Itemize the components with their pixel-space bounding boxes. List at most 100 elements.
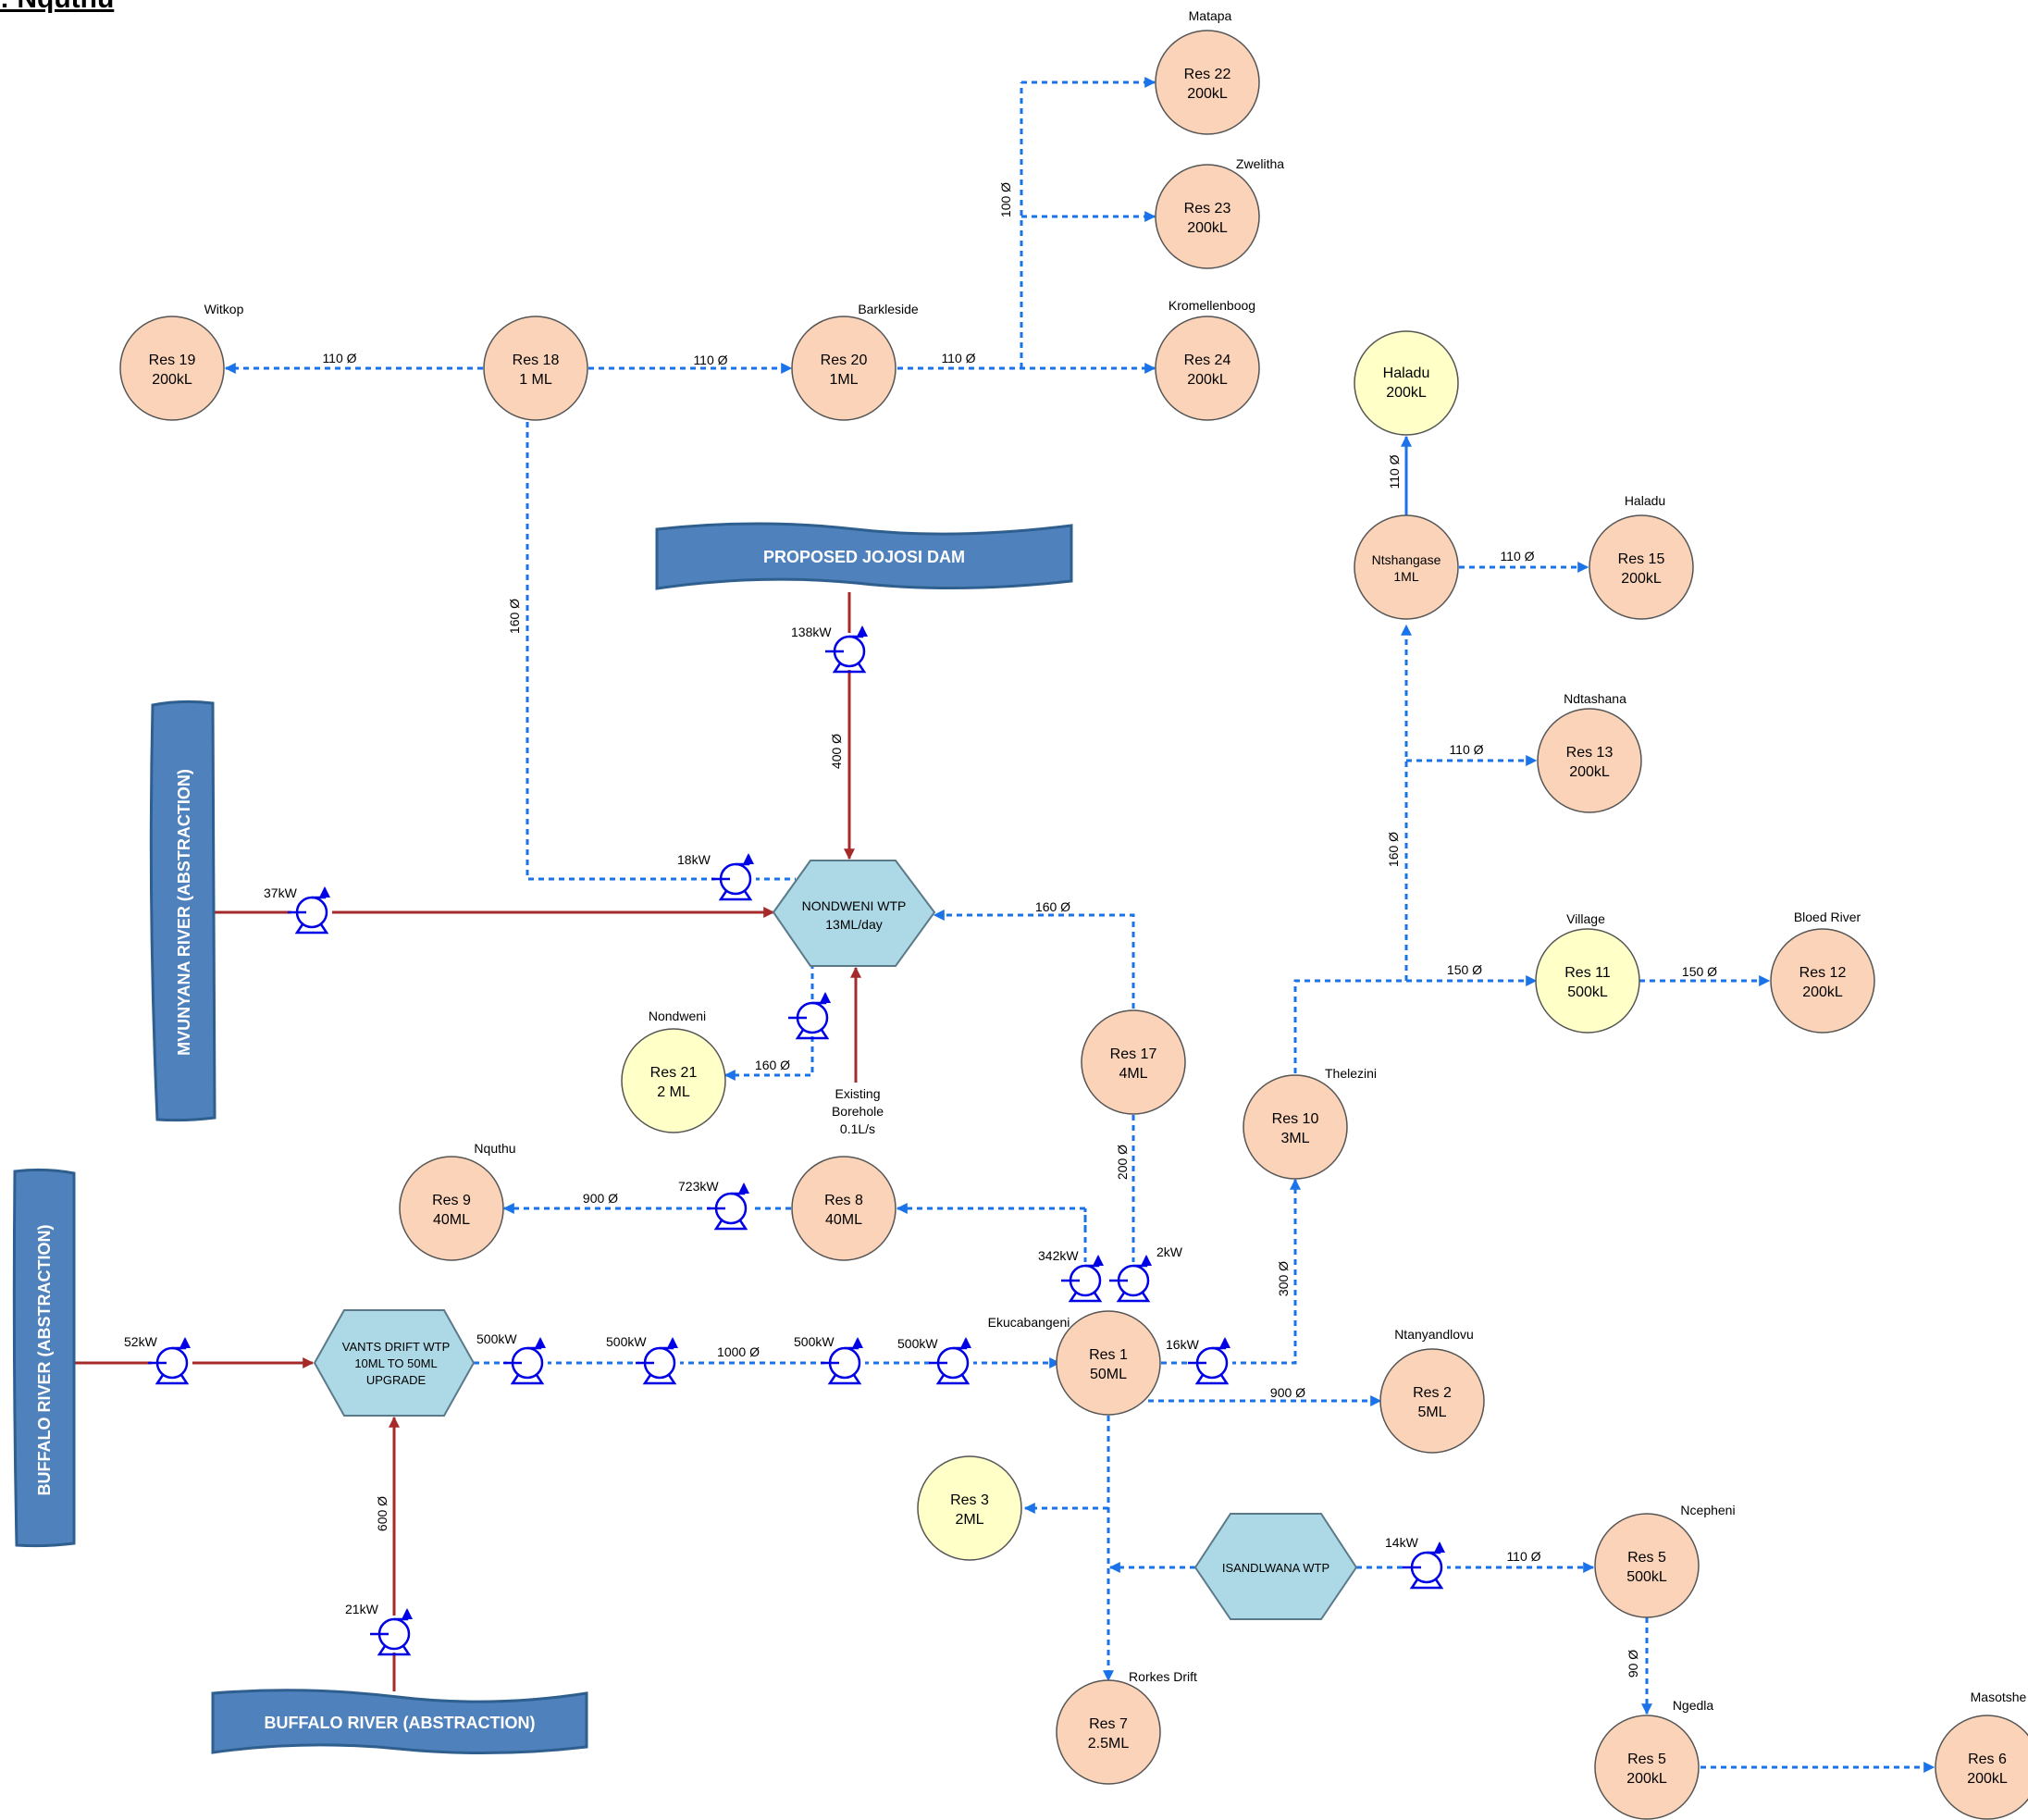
res-5a-name: Res 5 [1627, 1550, 1666, 1566]
res-22-name: Res 22 [1184, 67, 1231, 82]
pipe-label-150-res12: 150 Ø [1682, 964, 1717, 979]
res-7-name: Res 7 [1089, 1716, 1128, 1732]
pipe-label-900-res2: 900 Ø [1270, 1385, 1305, 1400]
wtp-vants-name: VANTS DRIFT WTP [342, 1340, 451, 1354]
wtp-nondweni-name: NONDWENI WTP [802, 898, 907, 913]
res-23-name: Res 23 [1184, 201, 1231, 217]
res-21: Res 21 2 ML Nondweni [621, 1009, 726, 1133]
res-3-capacity: 2ML [955, 1512, 983, 1528]
pipe-res17-nondweni [933, 910, 1135, 1009]
res-21-name: Res 21 [650, 1065, 698, 1081]
source-mvunyana-label: MVUNYANA RIVER (ABSTRACTION) [175, 769, 193, 1056]
pump-16kw [1188, 1337, 1232, 1385]
pipe-label-160-res21: 160 Ø [755, 1058, 790, 1072]
pump-37kw [288, 886, 332, 935]
pipe-res18-nondweni [526, 422, 717, 881]
res-2-place: Ntanyandlovu [1394, 1327, 1474, 1342]
res-18-name: Res 18 [513, 353, 560, 368]
pump-labels: 138kW 18kW 37kW 723kW 342kW 2kW 52kW 500… [124, 625, 1419, 1616]
res-haladu-top-capacity: 200kL [1386, 385, 1427, 401]
res-19-place: Witkop [204, 302, 244, 316]
pump-500kw-2 [636, 1337, 680, 1385]
pump-500kw-3 [821, 1337, 865, 1385]
res-20-name: Res 20 [821, 353, 868, 368]
pipe-label-160-res17: 160 Ø [1035, 899, 1070, 914]
pump-nondweni-res21 [788, 992, 833, 1040]
res-1-place: Ekucabangeni [988, 1315, 1070, 1330]
res-15-capacity: 200kL [1621, 571, 1662, 587]
source-buffalo-bottom-label: BUFFALO RIVER (ABSTRACTION) [265, 1714, 536, 1732]
res-13-place: Ndtashana [1564, 691, 1626, 706]
pipe-label-600: 600 Ø [375, 1496, 390, 1531]
pump-342kw [1061, 1255, 1106, 1303]
pipe-label-110-res5: 110 Ø [1506, 1549, 1540, 1564]
res-8: Res 8 40ML [791, 1156, 897, 1261]
res-2-name: Res 2 [1413, 1385, 1452, 1401]
res-2-capacity: 5ML [1417, 1405, 1446, 1420]
pump-14kw [1403, 1541, 1447, 1590]
pump-21kw [370, 1608, 414, 1656]
pumps [148, 625, 1447, 1656]
res-8-name: Res 8 [824, 1193, 863, 1208]
wtp-nondweni-capacity: 13ML/day [825, 917, 882, 932]
pipe-label-100: 100 Ø [998, 182, 1013, 217]
pump-label-342kw: 342kW [1038, 1248, 1079, 1263]
borehole-line3: 0.1L/s [840, 1121, 875, 1136]
source-buffalo-left-label: BUFFALO RIVER (ABSTRACTION) [35, 1225, 54, 1496]
pump-label-18kw: 18kW [677, 852, 711, 867]
res-22-capacity: 200kL [1187, 86, 1228, 102]
res-24-name: Res 24 [1184, 353, 1231, 368]
source-buffalo-river-bottom: BUFFALO RIVER (ABSTRACTION) [211, 1689, 588, 1755]
pump-label-21kw: 21kW [345, 1602, 379, 1616]
wtp-vants-capacity: 10ML TO 50ML [354, 1356, 437, 1370]
res-19-name: Res 19 [149, 353, 196, 368]
borehole: Existing Borehole 0.1L/s [832, 1086, 884, 1136]
res-24-place: Kromellenboog [1169, 298, 1255, 313]
res-5b-capacity: 200kL [1626, 1771, 1667, 1787]
res-9-name: Res 9 [432, 1193, 471, 1208]
pump-2kw [1109, 1255, 1154, 1303]
pump-label-500kw-4: 500kW [897, 1336, 938, 1351]
source-buffalo-river-left: BUFFALO RIVER (ABSTRACTION) [12, 1168, 76, 1548]
pipe-label-400: 400 Ø [829, 734, 844, 769]
res-6-place: Masotshe [1971, 1690, 2027, 1704]
res-11-name: Res 11 [1564, 965, 1611, 981]
res-10-place: Thelezini [1325, 1066, 1377, 1081]
res-3: Res 3 2ML [917, 1455, 1022, 1561]
res-3-name: Res 3 [950, 1492, 989, 1508]
pipe-p16-res10 [1230, 1178, 1301, 1365]
res-21-place: Nondweni [649, 1009, 706, 1023]
res-20-capacity: 1ML [829, 372, 858, 388]
source-jojosi-dam: PROPOSED JOJOSI DAM [655, 522, 1073, 590]
pipe-label-160-ntsh: 160 Ø [1386, 832, 1401, 867]
pipe-label-160-res18: 160 Ø [507, 599, 522, 634]
res-21-capacity: 2 ML [657, 1084, 690, 1100]
wtp-vants-drift: VANTS DRIFT WTP 10ML TO 50ML UPGRADE [313, 1309, 476, 1417]
source-mvunyana-river: MVUNYANA RIVER (ABSTRACTION) [149, 700, 216, 1122]
res-20-place: Barkleside [858, 302, 919, 316]
res-23-capacity: 200kL [1187, 220, 1228, 236]
pipe-label-200: 200 Ø [1115, 1145, 1130, 1180]
res-2: Res 2 5ML Ntanyandlovu [1379, 1327, 1485, 1454]
res-5b-place: Ngedla [1673, 1698, 1714, 1713]
pipe-label-150-res11: 150 Ø [1447, 962, 1482, 977]
res-10-name: Res 10 [1272, 1111, 1319, 1127]
pipe-label-110-res15: 110 Ø [1500, 549, 1534, 563]
wtp-isandlwana-name: ISANDLWANA WTP [1222, 1561, 1329, 1575]
res-8-capacity: 40ML [825, 1212, 862, 1228]
pump-label-16kw: 16kW [1166, 1337, 1200, 1352]
pipe-label-90: 90 Ø [1626, 1650, 1640, 1678]
res-20: Res 20 1ML Barkleside [791, 302, 919, 421]
res-13-capacity: 200kL [1569, 764, 1610, 780]
treated-pipes [224, 77, 1935, 1773]
pump-label-500kw-3: 500kW [794, 1334, 835, 1349]
